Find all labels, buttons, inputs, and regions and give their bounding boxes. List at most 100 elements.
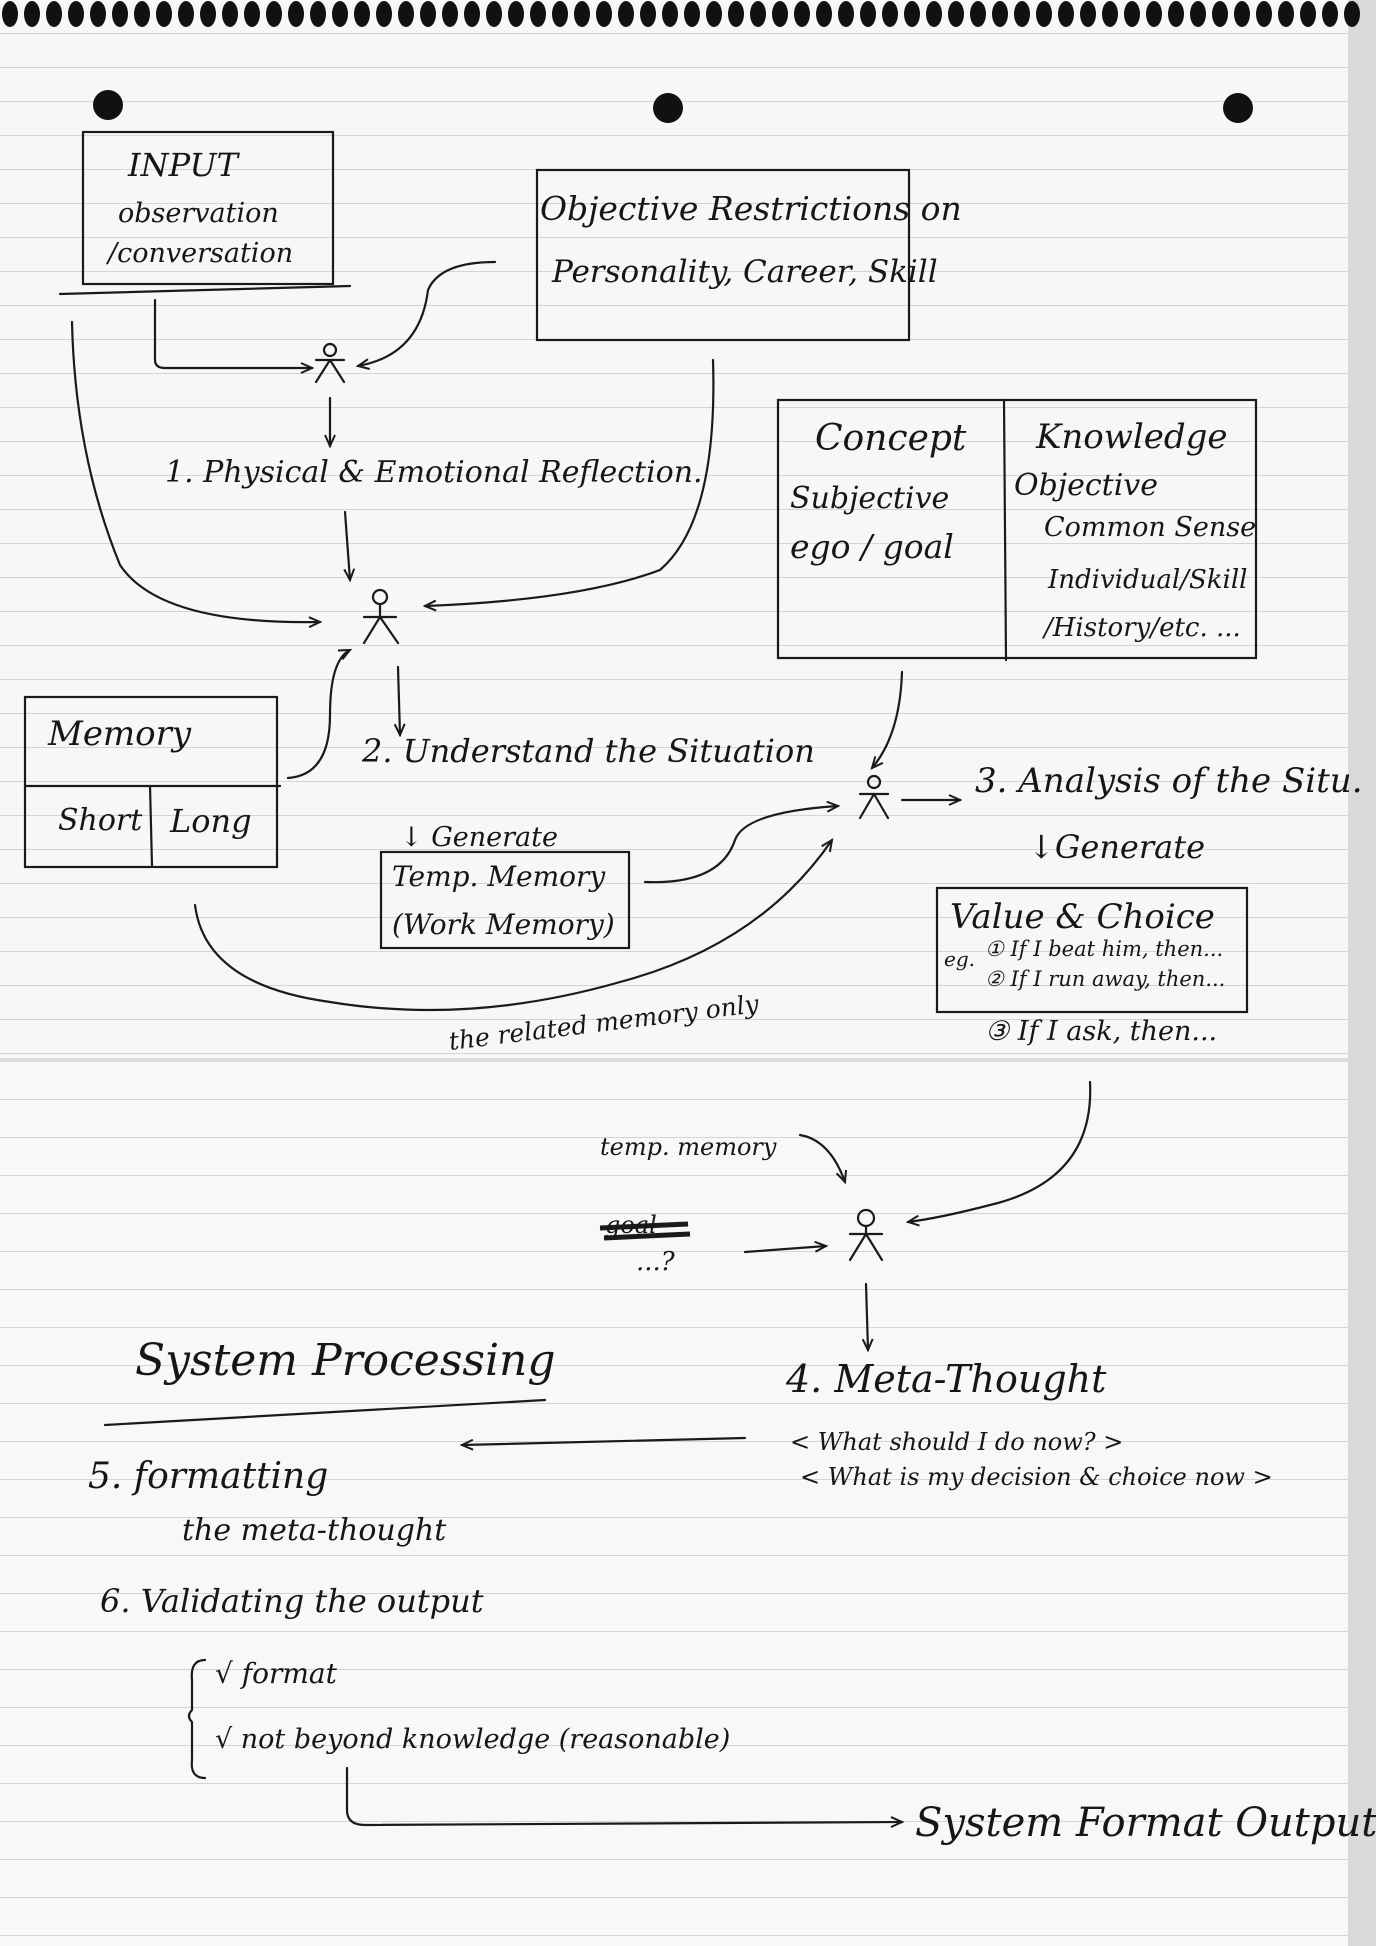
binding-ring-icon: [376, 1, 392, 27]
arrow-concept-to-person: [872, 670, 904, 768]
step2-generate: ↓ Generate: [400, 822, 558, 853]
arrow-step1-to-person: [345, 510, 350, 580]
strikethrough: [603, 1231, 691, 1241]
concept-title: Concept: [815, 418, 967, 459]
arrow-memory-to-person: [286, 648, 350, 780]
binding-ring-icon: [816, 1, 832, 27]
input-box: INPUT observation /conversation: [58, 130, 352, 296]
step6-title: 6. Validating the output: [100, 1582, 484, 1620]
value-choice-title: Value & Choice: [950, 897, 1215, 937]
binding-ring-icon: [772, 1, 788, 27]
binding-ring-icon: [2, 1, 18, 27]
binding-ring-icon: [1344, 1, 1360, 27]
system-processing-title: System Processing: [135, 1335, 556, 1386]
step4-question1: < What should I do now? >: [790, 1428, 1123, 1456]
concept-ego-goal: ego / goal: [790, 527, 954, 566]
related-memory-note: the related memory only: [447, 989, 761, 1056]
arrow-tempmemory-to-person4: [798, 1133, 845, 1182]
binding-ring-icon: [46, 1, 62, 27]
arrow-valuechoice-to-person: [908, 1080, 1092, 1222]
arrow-restrictions-to-person: [358, 260, 497, 366]
arrow-restrictions-to-person2: [425, 358, 715, 606]
step5-title: 5. formatting: [88, 1456, 328, 1497]
step2-label: 2. Understand the Situation: [361, 732, 815, 770]
memory-box: Memory Short Long: [23, 695, 282, 869]
memory-title: Memory: [47, 714, 192, 754]
arrow-to-final-output: [345, 1766, 902, 1825]
restrictions-line1: Objective Restrictions on: [540, 189, 962, 228]
temp-memory-label: temp. memory: [600, 1133, 777, 1161]
person-icon: [314, 342, 346, 384]
arrow-step4-to-step5: [462, 1436, 747, 1445]
binding-ring-icon: [222, 1, 238, 27]
binding-ring-icon: [1036, 1, 1052, 27]
binding-ring-icon: [156, 1, 172, 27]
input-title: INPUT: [127, 146, 241, 184]
unknown-input: ...?: [636, 1247, 676, 1277]
binding-ring-icon: [1102, 1, 1118, 27]
binding-ring-icon: [332, 1, 348, 27]
binding-ring-icon: [662, 1, 678, 27]
step4-question2: < What is my decision & choice now >: [800, 1463, 1273, 1491]
system-processing-underline: [103, 1398, 547, 1427]
arrow-tempmemory-to-person: [643, 806, 838, 884]
binding-ring-icon: [1256, 1, 1272, 27]
binding-ring-icon: [882, 1, 898, 27]
binding-ring-icon: [398, 1, 414, 27]
binding-ring-icon: [860, 1, 876, 27]
step4-title: 4. Meta-Thought: [785, 1357, 1107, 1401]
binding-ring-icon: [596, 1, 612, 27]
binding-ring-icon: [1234, 1, 1250, 27]
arrow-person-to-step4: [866, 1282, 868, 1350]
step6-check-format: √ format: [215, 1657, 338, 1690]
binding-ring-icon: [508, 1, 524, 27]
value-choice-option1: ① If I beat him, then...: [985, 937, 1223, 961]
step1-label: 1. Physical & Emotional Reflection.: [165, 455, 703, 490]
binding-ring-icon: [838, 1, 854, 27]
notebook-page-bottom: [0, 1062, 1376, 1946]
punch-hole-icon: [653, 93, 683, 123]
binding-ring-icon: [134, 1, 150, 27]
binding-ring-icon: [706, 1, 722, 27]
binding-ring-icon: [442, 1, 458, 27]
value-choice-option3: ③ If I ask, then...: [985, 1016, 1217, 1047]
binding-ring-icon: [728, 1, 744, 27]
arrow-person-to-step2: [398, 665, 400, 735]
input-conversation: /conversation: [105, 238, 293, 269]
value-choice-option2: ② If I run away, then...: [985, 967, 1225, 991]
person-icon: [858, 774, 890, 820]
person-icon: [362, 588, 400, 645]
binding-rings: [2, 1, 1360, 27]
page-divider: [0, 1058, 1376, 1064]
binding-ring-icon: [1080, 1, 1096, 27]
binding-ring-icon: [904, 1, 920, 27]
knowledge-title: Knowledge: [1035, 417, 1228, 457]
binding-ring-icon: [464, 1, 480, 27]
binding-ring-icon: [1124, 1, 1140, 27]
punch-hole-icon: [93, 90, 123, 120]
temp-memory-box: Temp. Memory (Work Memory): [379, 850, 631, 950]
person-icon: [848, 1208, 884, 1262]
binding-ring-icon: [640, 1, 656, 27]
final-output-label: System Format Output: [915, 1800, 1376, 1846]
binding-ring-icon: [24, 1, 40, 27]
binding-ring-icon: [1322, 1, 1338, 27]
binding-ring-icon: [1190, 1, 1206, 27]
binding-ring-icon: [244, 1, 260, 27]
temp-memory-line2: (Work Memory): [392, 908, 615, 941]
binding-ring-icon: [530, 1, 546, 27]
binding-ring-icon: [1146, 1, 1162, 27]
input-observation: observation: [118, 198, 279, 229]
step5-subtitle: the meta-thought: [182, 1513, 447, 1548]
paper-edge: [1348, 0, 1376, 1946]
binding-ring-icon: [178, 1, 194, 27]
binding-ring-icon: [354, 1, 370, 27]
concept-subjective: Subjective: [790, 481, 949, 516]
binding-ring-icon: [1058, 1, 1074, 27]
binding-ring-icon: [486, 1, 502, 27]
binding-ring-icon: [948, 1, 964, 27]
binding-ring-icon: [926, 1, 942, 27]
binding-ring-icon: [420, 1, 436, 27]
step3-label: 3. Analysis of the Situ.: [975, 761, 1363, 801]
